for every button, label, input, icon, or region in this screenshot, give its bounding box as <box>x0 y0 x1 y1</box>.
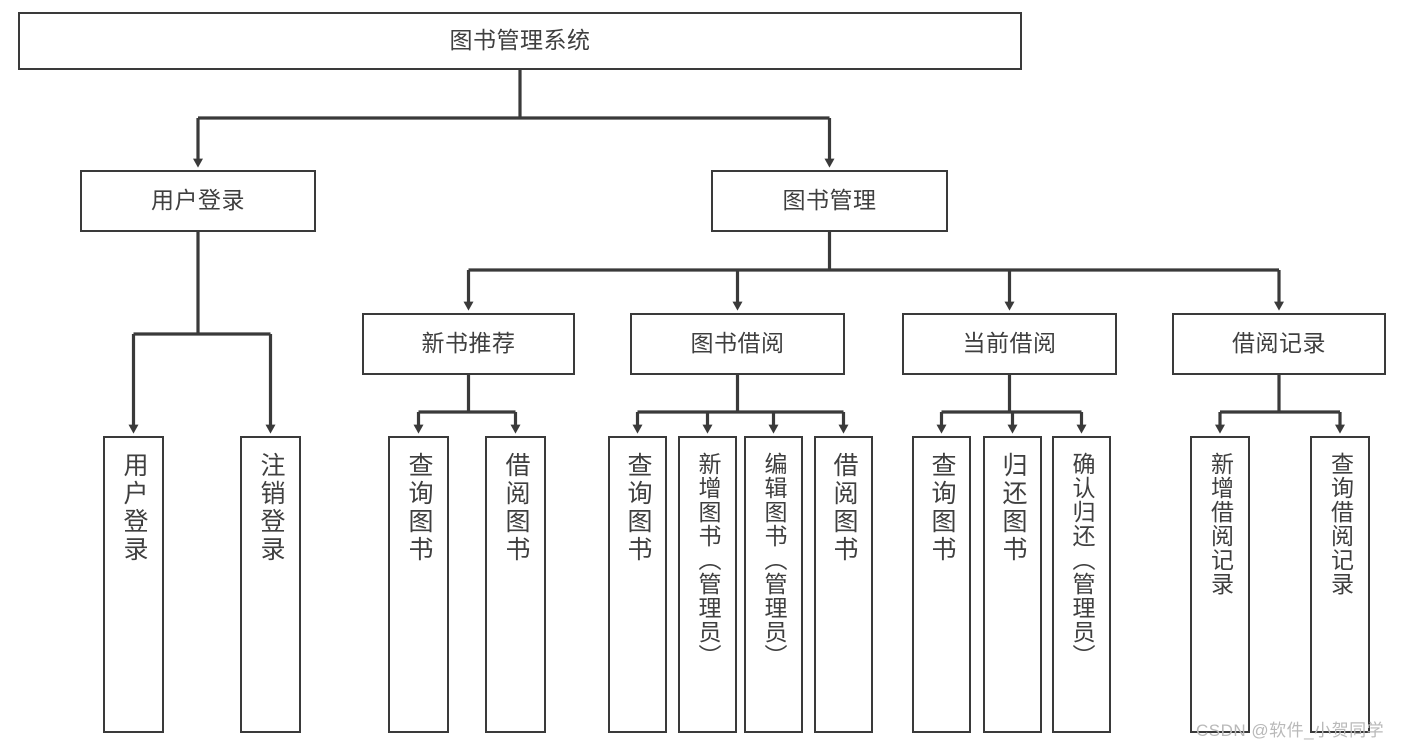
leaf-add-borrow-record[interactable]: 新增借阅记录 <box>1190 436 1250 733</box>
node-current-borrowing[interactable]: 当前借阅 <box>902 313 1117 375</box>
node-label: 注销登录 <box>257 452 285 564</box>
node-label: 用户登录 <box>120 452 148 564</box>
leaf-query-book-recommend[interactable]: 查询图书 <box>388 436 449 733</box>
leaf-query-book-borrow[interactable]: 查询图书 <box>608 436 667 733</box>
node-label: 新增借阅记录 <box>1207 452 1234 596</box>
node-label: 当前借阅 <box>962 330 1057 357</box>
node-label: 归还图书 <box>999 452 1027 564</box>
node-root-system[interactable]: 图书管理系统 <box>18 12 1022 70</box>
node-label: 新书推荐 <box>421 330 516 357</box>
node-label: 查询图书 <box>405 452 433 564</box>
leaf-borrow-book-recommend[interactable]: 借阅图书 <box>485 436 546 733</box>
node-label: 确认归还（管理员） <box>1069 452 1095 668</box>
node-label: 编辑图书（管理员） <box>761 452 787 668</box>
node-book-management-module[interactable]: 图书管理 <box>711 170 948 232</box>
leaf-borrow-book[interactable]: 借阅图书 <box>814 436 873 733</box>
node-label: 查询图书 <box>928 452 956 564</box>
node-new-book-recommendation[interactable]: 新书推荐 <box>362 313 575 375</box>
node-label: 借阅图书 <box>830 452 858 564</box>
leaf-confirm-return-admin[interactable]: 确认归还（管理员） <box>1052 436 1111 733</box>
node-user-login-module[interactable]: 用户登录 <box>80 170 316 232</box>
node-label: 用户登录 <box>151 187 245 214</box>
node-label: 查询借阅记录 <box>1327 452 1354 596</box>
node-label: 图书管理 <box>782 187 877 214</box>
node-label: 查询图书 <box>624 452 652 564</box>
node-label: 借阅图书 <box>502 452 530 564</box>
node-label: 图书借阅 <box>690 330 785 357</box>
leaf-query-book-current[interactable]: 查询图书 <box>912 436 971 733</box>
watermark-credit: CSDN @软件_小贺同学 <box>1196 721 1385 740</box>
leaf-return-book[interactable]: 归还图书 <box>983 436 1042 733</box>
leaf-edit-book-admin[interactable]: 编辑图书（管理员） <box>744 436 803 733</box>
leaf-add-book-admin[interactable]: 新增图书（管理员） <box>678 436 737 733</box>
node-borrow-records[interactable]: 借阅记录 <box>1172 313 1386 375</box>
leaf-query-borrow-record[interactable]: 查询借阅记录 <box>1310 436 1370 733</box>
node-book-borrowing[interactable]: 图书借阅 <box>630 313 845 375</box>
leaf-user-login[interactable]: 用户登录 <box>103 436 164 733</box>
node-label: 图书管理系统 <box>449 27 591 54</box>
node-label: 新增图书（管理员） <box>695 452 721 668</box>
leaf-user-logout[interactable]: 注销登录 <box>240 436 301 733</box>
node-label: 借阅记录 <box>1232 330 1326 357</box>
